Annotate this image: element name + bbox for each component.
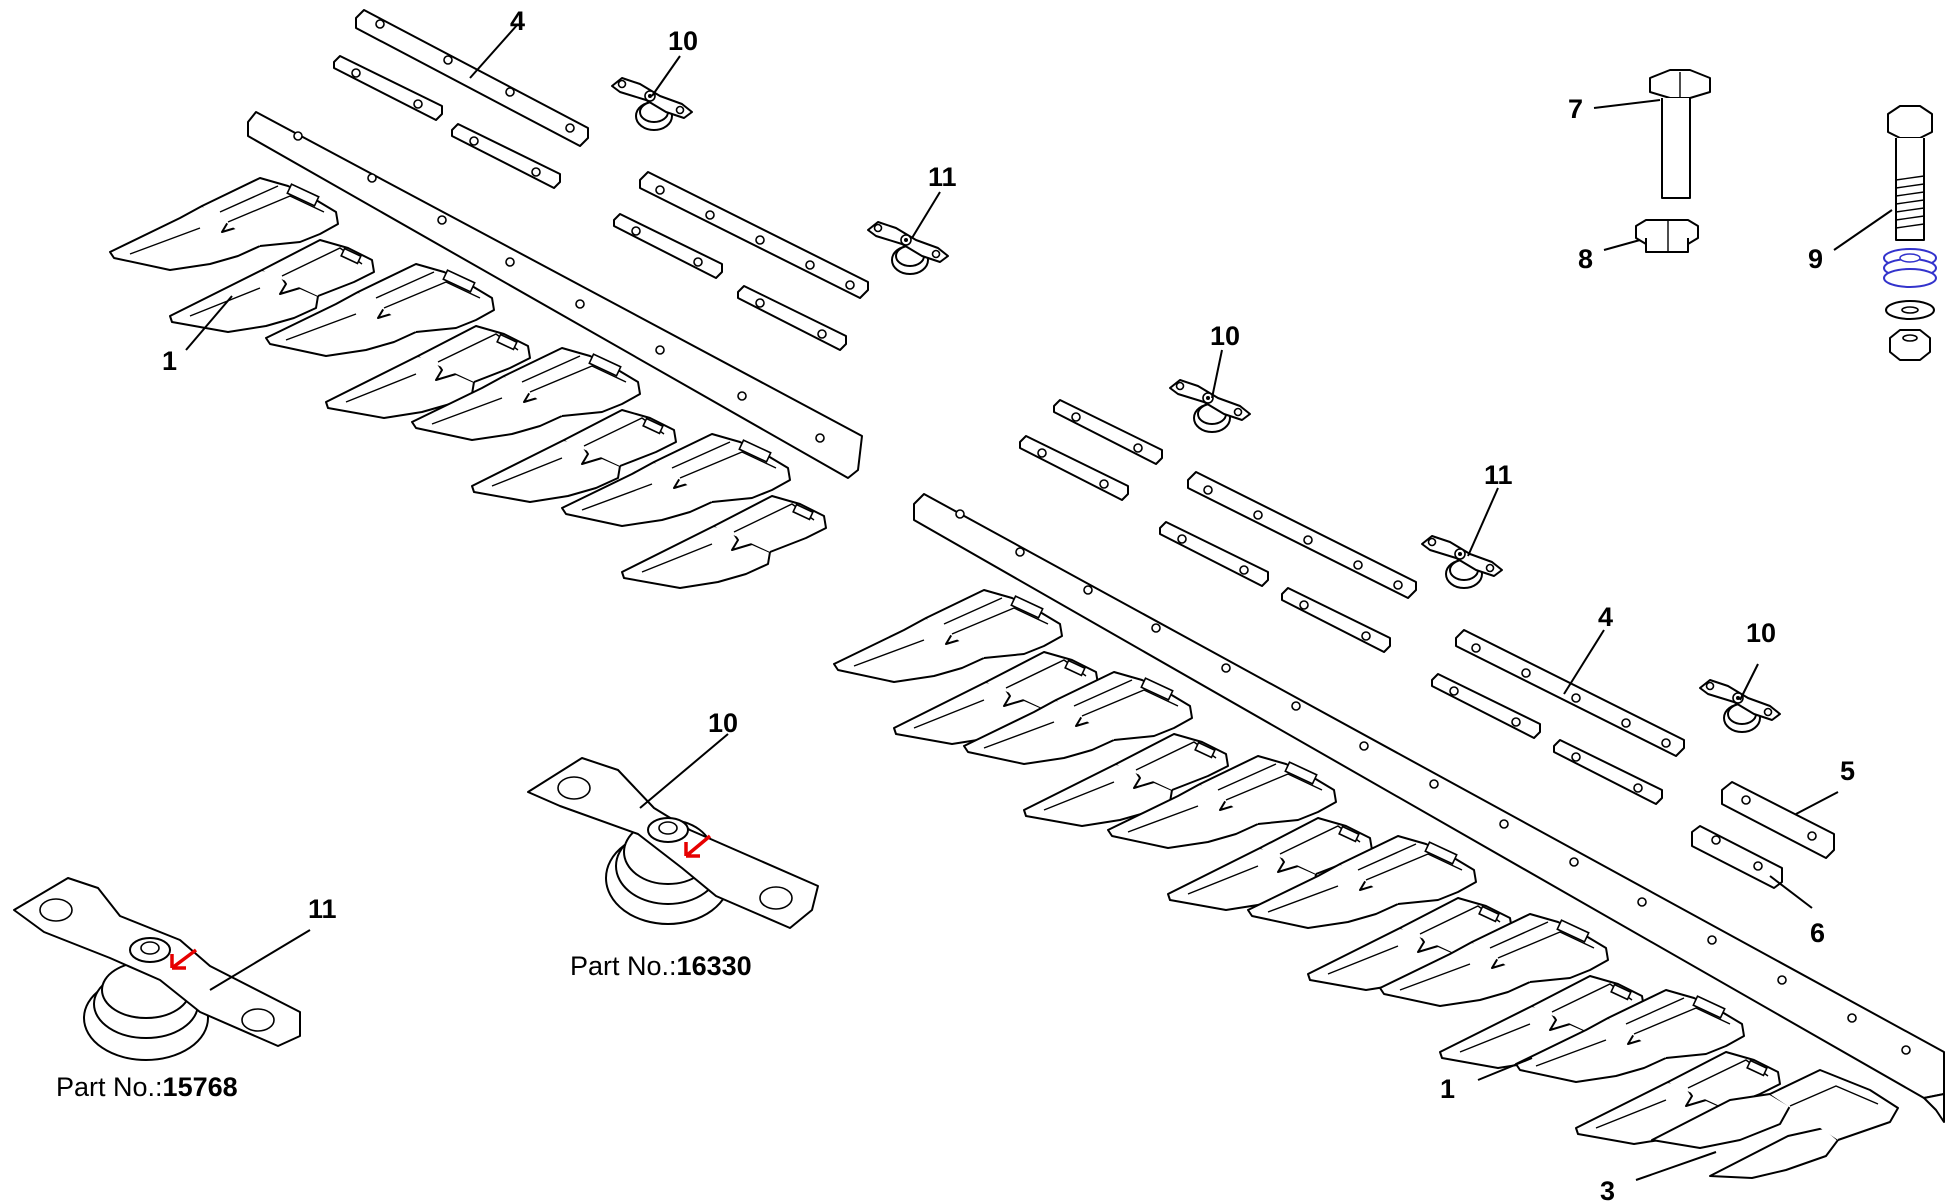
part-4-strip-mid: [1187, 471, 1417, 599]
part-6-plate-top-b: [451, 123, 561, 189]
part-6-plate-lower-a: [1431, 673, 1541, 739]
caption-part-16330: Part No.:16330: [570, 951, 752, 981]
part-11-clip-top: [867, 221, 949, 275]
caption-prefix: Part No.:: [56, 1072, 163, 1102]
part-6-plate-mid-d: [1281, 587, 1391, 653]
detail-part-11: [13, 877, 301, 1061]
callout-10-right: 10: [1746, 618, 1776, 648]
part-8-nut: [1635, 219, 1699, 253]
callout-numbers: 4 10 11 1 7 8 9 10 11 4 10 5 6 1 3 10 11: [162, 6, 1855, 1202]
lower-assembly: [833, 379, 1945, 1179]
callout-1-top: 1: [162, 346, 177, 376]
callout-11-mid: 11: [1484, 460, 1513, 490]
caption-number: 15768: [163, 1072, 238, 1102]
part-10-clip-top: [611, 77, 693, 131]
detail-11-arrow: [170, 948, 198, 970]
callout-11-top: 11: [928, 162, 957, 192]
callout-6: 6: [1810, 918, 1825, 948]
part-4-wear-strip-top: [355, 9, 589, 147]
callout-11-detail: 11: [308, 894, 337, 924]
part-4-strip-upper-mid: [639, 171, 869, 299]
part-3-end-guard: [1651, 1069, 1899, 1179]
caption-number: 16330: [677, 951, 752, 981]
callout-3: 3: [1600, 1176, 1615, 1202]
part-10-clip-right: [1699, 679, 1781, 733]
callout-10-mid: 10: [1210, 321, 1240, 351]
caption-part-15768: Part No.:15768: [56, 1072, 238, 1102]
callout-10-detail: 10: [708, 708, 738, 738]
callout-8: 8: [1578, 244, 1593, 274]
part-9-bolt-assembly: [1883, 105, 1937, 361]
callout-9: 9: [1808, 244, 1823, 274]
part-6-plate-mid-c: [1159, 521, 1269, 587]
leader-lines: [185, 23, 1893, 1181]
part-5-plate: [1721, 781, 1835, 859]
callout-1-bottom: 1: [1440, 1074, 1455, 1104]
part-11-clip-mid: [1421, 535, 1503, 589]
callout-4-top: 4: [510, 6, 525, 36]
part-4-strip-lower: [1455, 629, 1685, 757]
part-2-knife-back-top: [247, 111, 863, 479]
part-6-plate: [1691, 825, 1783, 889]
part-2-knife-back-bottom: [913, 493, 1945, 1123]
part-6-plate-mid-a: [1053, 399, 1163, 465]
part-6-plate-lower-b: [1553, 739, 1663, 805]
detail-part-10: [527, 757, 819, 929]
part-6-plate-upper-mid-a: [613, 213, 723, 279]
upper-assembly: [109, 9, 949, 589]
part-7-bolt: [1649, 69, 1711, 199]
spring-washer-stack: [1883, 248, 1937, 288]
part-10-clip-mid: [1169, 379, 1251, 433]
callout-4-mid: 4: [1598, 602, 1613, 632]
part-6-plate-mid-b: [1019, 435, 1129, 501]
detail-10-arrow: [684, 834, 712, 858]
caption-prefix: Part No.:: [570, 951, 677, 981]
part-6-plate-upper-mid-b: [737, 285, 847, 351]
callout-7: 7: [1568, 94, 1583, 124]
callout-10-top: 10: [668, 26, 698, 56]
callout-5: 5: [1840, 756, 1855, 786]
